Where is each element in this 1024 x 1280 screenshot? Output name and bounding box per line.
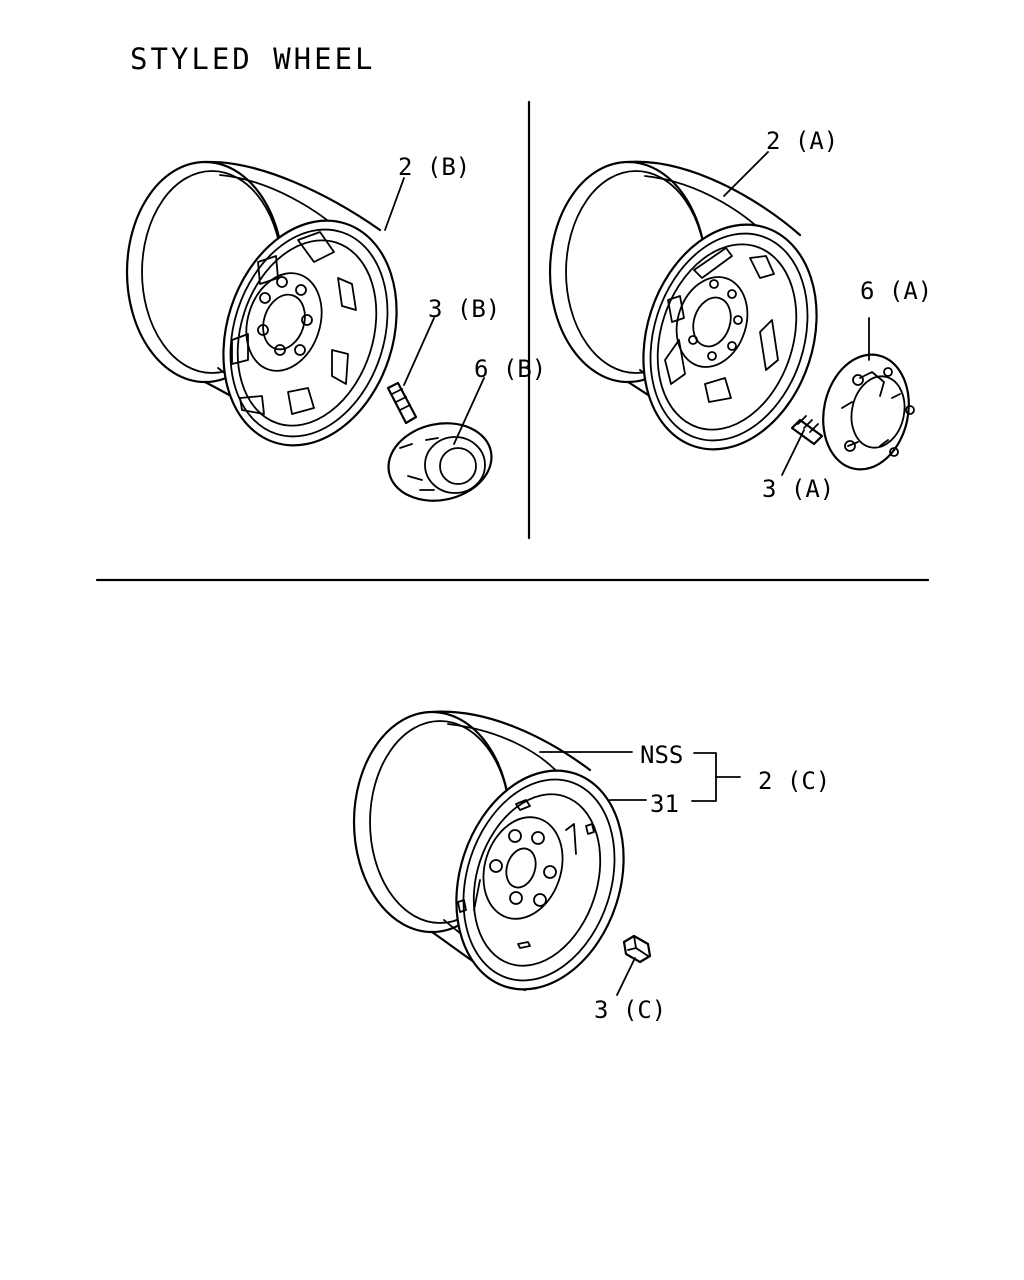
label-wheel-c: 2 (C)	[758, 767, 830, 795]
leader-bolt-a	[781, 429, 805, 476]
diagram-title: STYLED WHEEL	[130, 42, 376, 76]
label-wheel-a: 2 (A)	[766, 127, 838, 155]
label-31: 31	[650, 790, 679, 818]
leader-nut-c	[616, 957, 636, 996]
leader-wheel-a	[723, 151, 769, 197]
leader-bolt-b	[403, 317, 435, 386]
label-wheel-b: 2 (B)	[398, 153, 470, 181]
center-cap-b-illustration	[387, 422, 493, 502]
label-bolt-b: 3 (B)	[428, 295, 500, 323]
leader-cap-b	[453, 377, 485, 445]
leader-wheel-b	[384, 177, 405, 231]
bolt-b-illustration	[386, 381, 418, 425]
label-cap-a: 6 (A)	[860, 277, 932, 305]
bracket-wheel-c	[691, 752, 717, 802]
wheel-b-illustration	[125, 160, 398, 447]
label-nut-c: 3 (C)	[594, 996, 666, 1024]
nut-c-illustration	[622, 934, 652, 964]
bolt-a-illustration	[790, 415, 824, 446]
label-bolt-a: 3 (A)	[762, 475, 834, 503]
wheel-a-illustration	[548, 160, 818, 451]
center-cap-a-illustration	[822, 353, 915, 471]
label-nss: NSS	[640, 741, 683, 769]
label-cap-b: 6 (B)	[474, 355, 546, 383]
wheel-c-illustration	[352, 710, 625, 992]
